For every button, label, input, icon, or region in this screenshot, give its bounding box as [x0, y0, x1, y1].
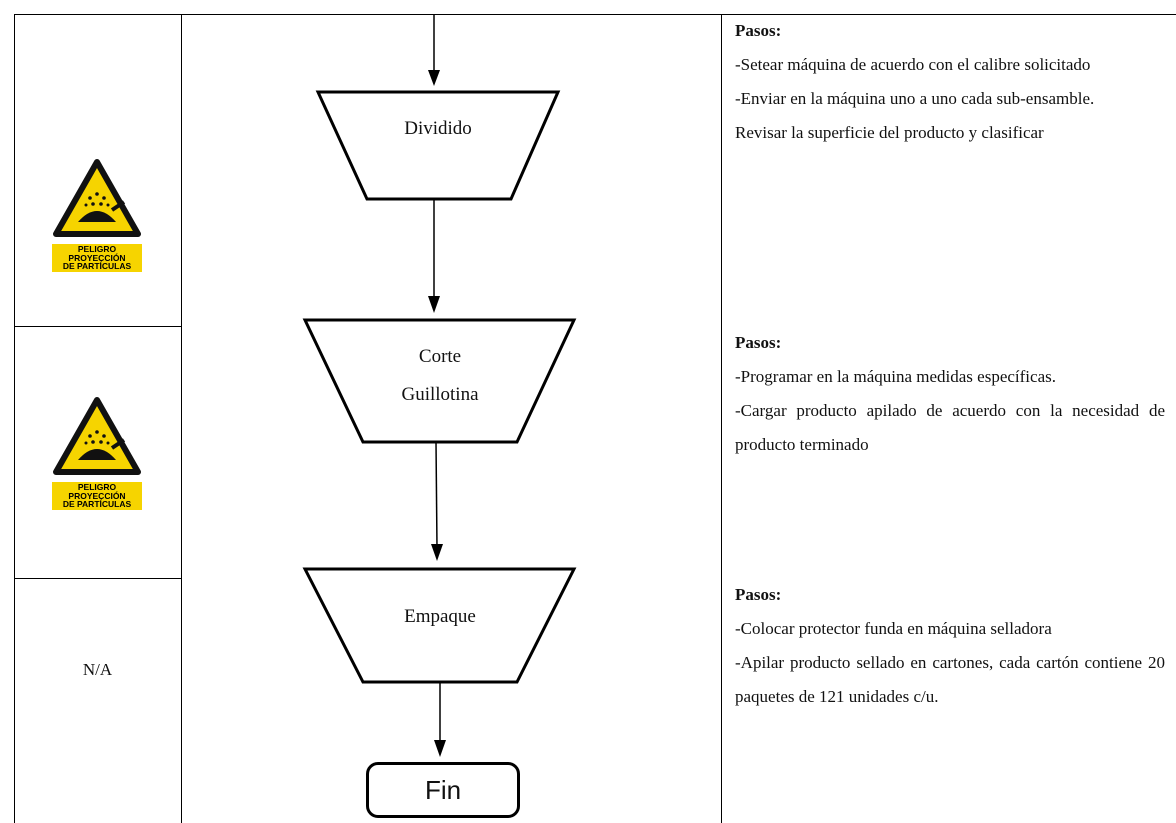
column-divider-icons: [181, 14, 182, 823]
row-divider-1: [14, 326, 182, 327]
steps-block-corte: Pasos: -Programar en la máquina medidas …: [735, 326, 1165, 462]
corte-label-line2: Guillotina: [401, 384, 479, 405]
column-divider-steps: [721, 14, 722, 823]
hazard-particle-projection-icon: [52, 396, 142, 488]
step-item: -Setear máquina de acuerdo con el calibr…: [735, 55, 1091, 74]
hazard-particle-projection-icon: [52, 158, 142, 250]
step-item: -Colocar protector funda en máquina sell…: [735, 619, 1052, 638]
end-label: Fin: [424, 774, 462, 805]
arrowhead: [428, 296, 440, 313]
hazard-label-line1: PELIGRO: [77, 244, 117, 255]
end-terminal: Fin: [366, 762, 520, 818]
hazard-sign-label: PELIGRO PROYECCIÓN DE PARTÍCULAS: [52, 482, 142, 510]
corte-label-line1: Corte: [418, 346, 462, 367]
hazard-sign-label: PELIGRO PROYECCIÓN DE PARTÍCULAS: [52, 244, 142, 272]
steps-title: Pasos:: [735, 585, 782, 604]
table-top-border: [14, 14, 1176, 15]
process-shape-dividido: [315, 90, 561, 201]
steps-title: Pasos:: [735, 21, 782, 40]
step-item: Revisar la superficie del producto y cla…: [735, 123, 1044, 142]
arrowhead: [428, 70, 440, 86]
table-left-border: [14, 14, 15, 823]
arrow-corte-to-empaque: [435, 441, 438, 549]
process-shape-empaque: [302, 567, 577, 684]
hazard-label-line3: DE PARTÍCULAS: [62, 499, 132, 510]
steps-block-empaque: Pasos: -Colocar protector funda en máqui…: [735, 578, 1165, 714]
steps-title: Pasos:: [735, 333, 782, 352]
dividido-label: Dividido: [404, 118, 472, 139]
steps-block-dividido: Pasos: -Setear máquina de acuerdo con el…: [735, 14, 1165, 150]
step-item: -Programar en la máquina medidas específ…: [735, 367, 1056, 386]
arrowhead: [431, 544, 443, 561]
hazard-label-line1: PELIGRO: [77, 482, 117, 493]
step-item: -Cargar producto apilado de acuerdo con …: [735, 401, 1165, 454]
row-divider-2: [14, 578, 182, 579]
step-item: -Enviar en la máquina uno a uno cada sub…: [735, 89, 1095, 108]
empaque-label: Empaque: [404, 606, 476, 627]
hazard-label-line3: DE PARTÍCULAS: [62, 261, 132, 272]
arrowhead: [434, 740, 446, 757]
process-shape-corte-guillotina: [302, 318, 577, 444]
step-item: -Apilar producto sellado en cartones, ca…: [735, 653, 1165, 706]
hazard-label-line2: PROYECCIÓN: [68, 252, 126, 263]
no-hazard-label: N/A: [82, 660, 113, 679]
hazard-label-line2: PROYECCIÓN: [68, 490, 126, 501]
